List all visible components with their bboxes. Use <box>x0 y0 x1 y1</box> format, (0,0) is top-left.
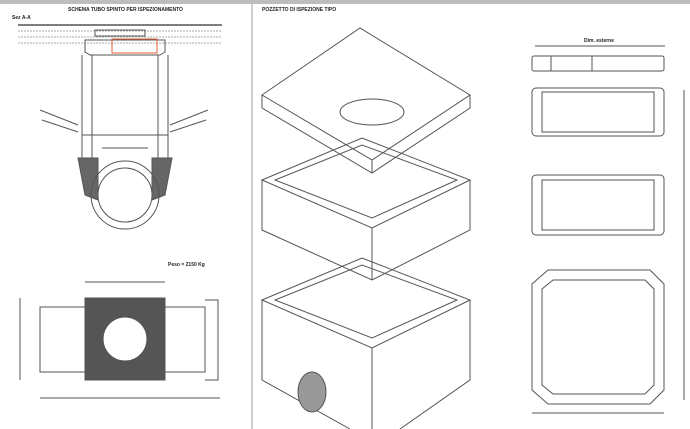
plan-view <box>19 281 220 399</box>
dimension-label: Dim. esterne <box>584 38 615 44</box>
section-view <box>18 24 222 230</box>
exploded-manhole-view <box>260 27 472 429</box>
right-panel-title: POZZETTO DI ISPEZIONE TIPO <box>262 7 337 13</box>
section-label: Sez A-A <box>12 15 31 21</box>
panel-divider <box>251 4 253 429</box>
orthographic-views <box>531 45 685 414</box>
left-panel-title: SCHEMA TUBO SPINTO PER ISPEZIONAMENTO <box>68 7 183 13</box>
top-border <box>0 0 690 4</box>
weight-label: Peso = 2150 Kg <box>168 262 205 268</box>
